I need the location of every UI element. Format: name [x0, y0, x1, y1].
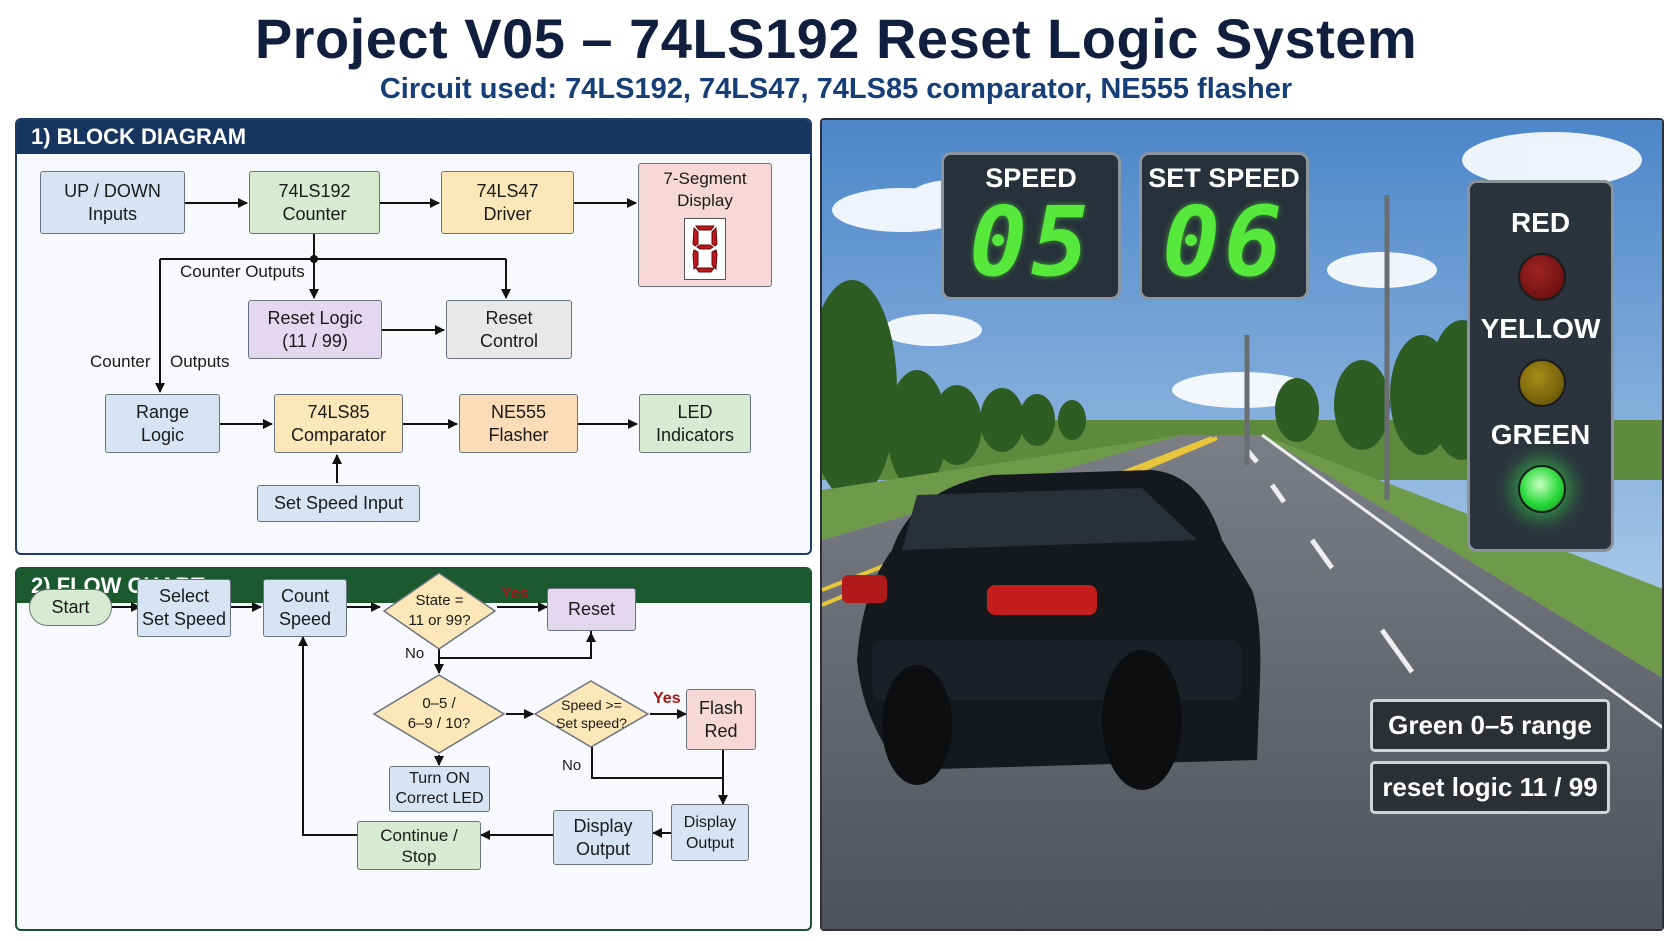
label-counter-outputs-left-a: Counter	[90, 352, 151, 371]
traffic-light-red-label: RED	[1510, 207, 1571, 238]
box-ne555-flasher: NE555 Flasher	[459, 394, 578, 453]
flow-decision-range: 0–5 / 6–9 / 10?	[372, 673, 506, 755]
speed-value: 05	[969, 186, 1093, 298]
scene-illustration: SPEED 05 SET SPEED 06 RED YELLOW GREEN G…	[820, 118, 1664, 931]
box-74ls192-counter: 74LS192 Counter	[249, 171, 380, 234]
page-title: Project V05 – 74LS192 Reset Logic System	[254, 7, 1418, 70]
label-counter-outputs-top: Counter Outputs	[180, 262, 305, 281]
seven-segment-label: 7-Segment Display	[663, 169, 747, 210]
label-no-1: No	[405, 645, 425, 662]
flow-decision-state-label: State = 11 or 99?	[408, 592, 471, 629]
traffic-light-yellow-label: YELLOW	[1480, 313, 1601, 344]
box-led-indicators: LED Indicators	[639, 394, 751, 453]
info-reset-logic: reset logic 11 / 99	[1370, 761, 1610, 814]
block-diagram-wires	[155, 198, 638, 483]
flow-decision-state: State = 11 or 99?	[382, 571, 497, 651]
yellow-lamp-icon	[1518, 359, 1566, 407]
box-range-logic: Range Logic	[105, 394, 220, 453]
box-reset-logic: Reset Logic (11 / 99)	[248, 300, 382, 359]
red-lamp-icon	[1518, 253, 1566, 301]
flow-count-speed: Count Speed	[263, 579, 347, 637]
flow-reset: Reset	[547, 588, 636, 631]
label-yes-2: Yes	[653, 690, 681, 707]
speed-display: SPEED 05	[941, 152, 1121, 300]
flow-turn-on-led: Turn ON Correct LED	[389, 766, 490, 812]
set-speed-value: 06	[1162, 186, 1286, 298]
info-green-range: Green 0–5 range	[1370, 699, 1610, 752]
set-speed-display: SET SPEED 06	[1139, 152, 1309, 300]
label-no-2: No	[562, 757, 582, 774]
box-74ls85-comparator: 74LS85 Comparator	[274, 394, 403, 453]
flow-flash-red: Flash Red	[686, 689, 756, 750]
flow-continue-stop: Continue / Stop	[357, 821, 481, 870]
set-speed-label: SET SPEED	[1148, 163, 1300, 193]
green-lamp-icon	[1518, 465, 1566, 513]
flow-select-set-speed: Select Set Speed	[137, 579, 231, 637]
box-7-segment-display: 7-Segment Display	[638, 163, 772, 287]
box-set-speed-input: Set Speed Input	[257, 485, 420, 522]
seven-segment-digit	[684, 218, 726, 280]
box-reset-control: Reset Control	[446, 300, 572, 359]
flow-chart-wires	[112, 602, 728, 840]
trees	[822, 280, 1496, 500]
box-updown-inputs: UP / DOWN Inputs	[40, 171, 185, 234]
box-74ls47-driver: 74LS47 Driver	[441, 171, 574, 234]
traffic-light-green-label: GREEN	[1490, 419, 1591, 450]
block-diagram-heading: 1) BLOCK DIAGRAM	[17, 120, 810, 154]
street-lamps	[1244, 195, 1390, 500]
page-subtitle: Circuit used: 74LS192, 74LS47, 74LS85 co…	[379, 73, 1293, 105]
flow-decision-speed-label: Speed >= Set speed?	[556, 697, 627, 731]
flow-start: Start	[29, 589, 112, 626]
car-silhouette	[842, 470, 1261, 790]
label-counter-outputs-left-b: Outputs	[170, 352, 230, 371]
flow-decision-speed: Speed >= Set speed?	[533, 679, 650, 749]
flow-decision-range-label: 0–5 / 6–9 / 10?	[407, 695, 471, 732]
flow-chart-panel: 2) FLOW CHART Start Select Set Speed C	[15, 567, 812, 931]
label-yes-1: Yes	[501, 585, 529, 602]
seven-segment-8-icon	[692, 225, 718, 273]
flow-display-output-mid: Display Output	[553, 810, 653, 865]
speed-label: SPEED	[985, 163, 1077, 193]
junction-dot	[310, 255, 318, 263]
block-diagram-panel: 1) BLOCK DIAGRAM UP / DOWN Inputs 74LS19…	[15, 118, 812, 555]
traffic-light: RED YELLOW GREEN	[1467, 180, 1614, 552]
flow-display-output-right: Display Output	[671, 804, 749, 861]
